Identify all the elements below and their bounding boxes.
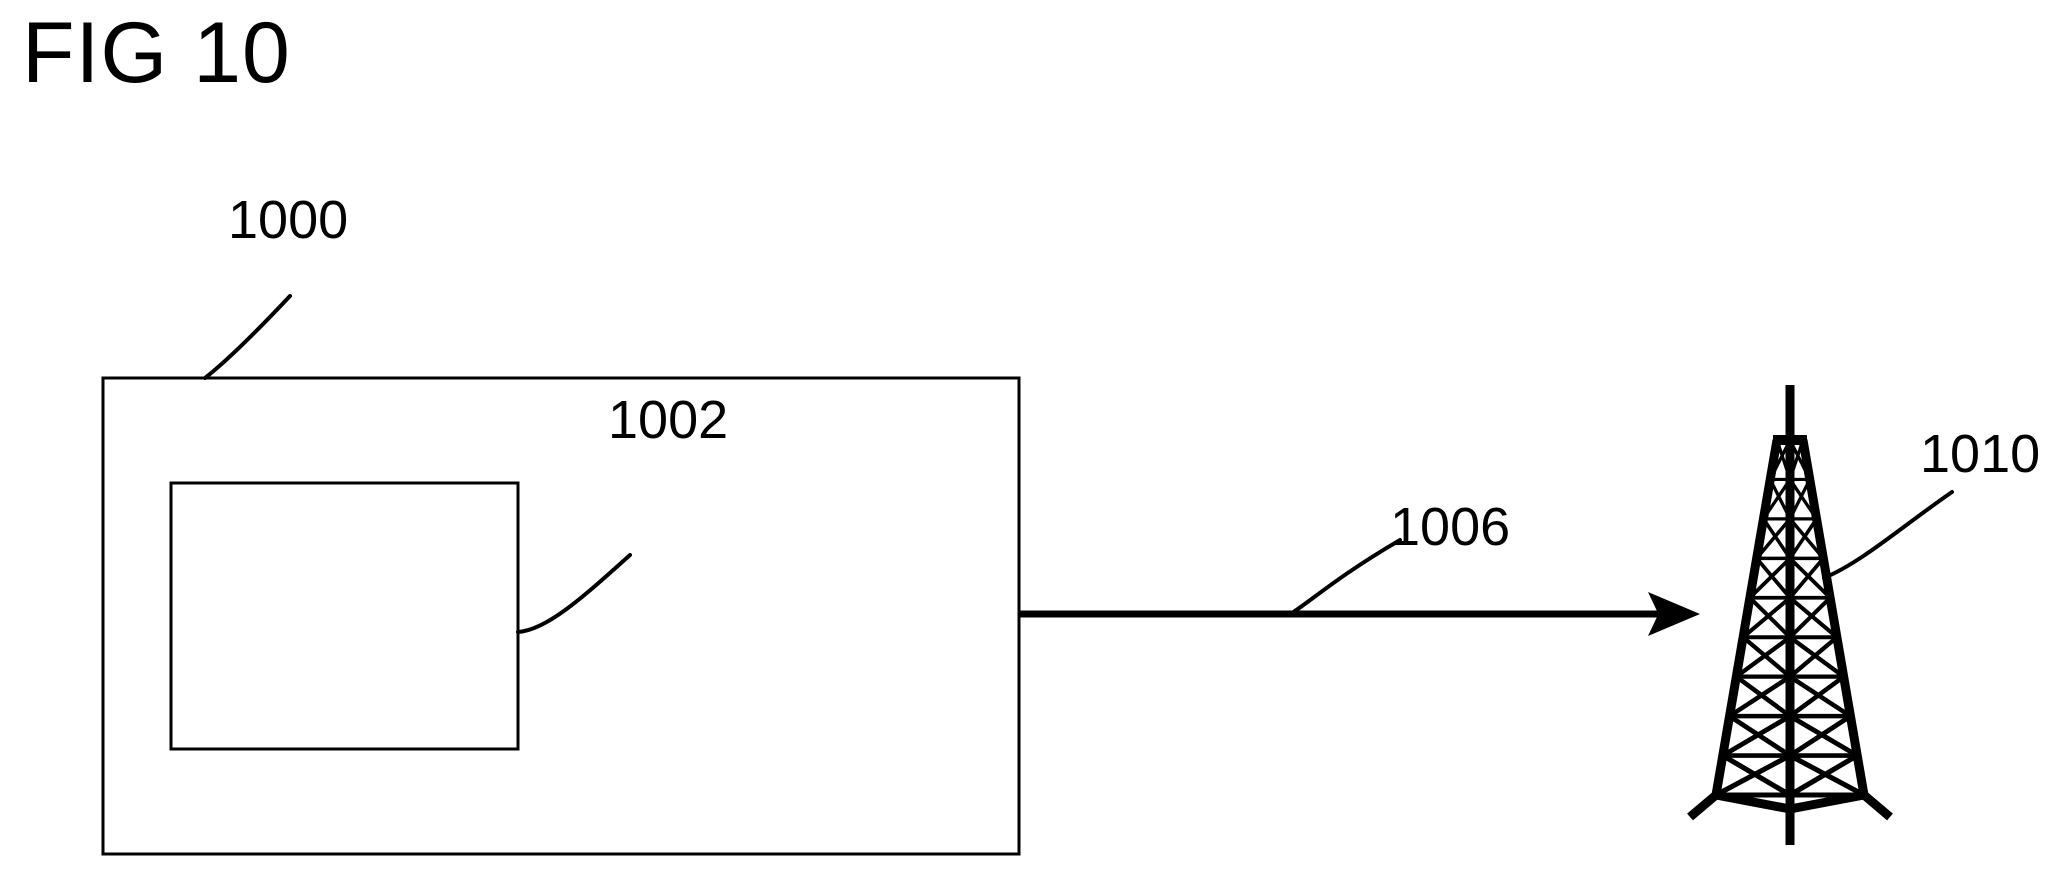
reference-numeral-1010: 1010 (1920, 424, 2040, 484)
leader-line-tower (1822, 490, 1954, 580)
tower-brace (1788, 674, 1852, 719)
tower-brace (1741, 596, 1792, 639)
reference-numeral-1000: 1000 (228, 190, 348, 250)
tower-brace (1755, 557, 1792, 600)
tower-brace (1728, 674, 1792, 719)
signal-arrow (1020, 592, 1700, 636)
tower-brace (1788, 753, 1866, 798)
tower-brace (1721, 714, 1792, 758)
tower-brace (1748, 556, 1792, 600)
tower-foot-right (1861, 791, 1893, 821)
tower-brace (1788, 557, 1825, 600)
tower-foot-left (1687, 791, 1719, 821)
tower-leg-right (1798, 439, 1869, 796)
tower-brace (1788, 596, 1839, 639)
leader-line-module (516, 553, 632, 634)
reference-numeral-1006: 1006 (1390, 497, 1510, 557)
tower-leg-left (1711, 439, 1782, 796)
tower-brace (1714, 753, 1792, 798)
tower-base-spreader-right (1789, 790, 1865, 814)
tower-brace (1788, 596, 1832, 639)
tower-brace (1788, 714, 1859, 758)
arrow-right-icon (1648, 592, 1700, 636)
antenna-tower-icon (1687, 385, 1893, 845)
tower-brace (1748, 596, 1792, 639)
tower-base-spreader-left (1715, 790, 1791, 814)
reference-numeral-1002: 1002 (608, 390, 728, 450)
tower-brace (1735, 635, 1792, 679)
tower-brace (1788, 635, 1845, 679)
inner-module-box (169, 481, 520, 751)
leader-line-signal (1290, 538, 1402, 615)
figure-title: FIG 10 (22, 5, 291, 101)
tower-brace (1788, 556, 1832, 600)
leader-line-device (203, 294, 292, 380)
